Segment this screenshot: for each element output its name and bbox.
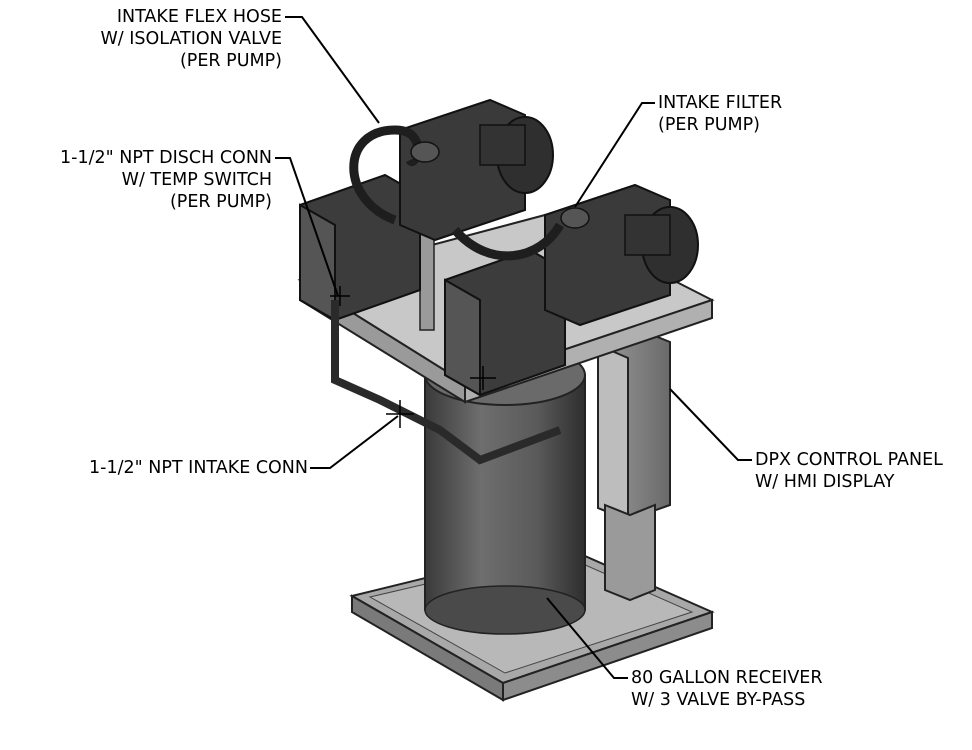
callout-line: W/ 3 VALVE BY-PASS [631, 690, 806, 710]
callout-line: (PER PUMP) [658, 115, 761, 135]
callout-intake-filter: INTAKE FILTER (PER PUMP) [658, 92, 858, 136]
callout-line: (PER PUMP) [169, 192, 272, 212]
pump-2 [444, 183, 699, 397]
intake-filter-1 [410, 141, 440, 163]
callout-line: W/ HMI DISPLAY [755, 472, 895, 492]
callout-intake-flex-hose: INTAKE FLEX HOSE W/ ISOLATION VALVE (PER… [100, 6, 282, 72]
connection-markers [330, 286, 496, 428]
callout-line: INTAKE FLEX HOSE [116, 7, 282, 27]
callout-line: (PER PUMP) [179, 51, 282, 71]
discharge-piping [331, 300, 562, 465]
control-panel [597, 328, 671, 602]
intake-filter [560, 207, 590, 229]
callout-control-panel: DPX CONTROL PANEL W/ HMI DISPLAY [755, 449, 970, 493]
callout-line: 80 GALLON RECEIVER [631, 668, 823, 688]
callout-line: INTAKE FILTER [658, 93, 783, 113]
callout-intake-conn: 1-1/2" NPT INTAKE CONN [40, 457, 308, 479]
leader-lines [275, 16, 752, 679]
callout-line: 1-1/2" NPT INTAKE CONN [89, 458, 308, 478]
callout-line: DPX CONTROL PANEL [755, 450, 943, 470]
callout-line: W/ ISOLATION VALVE [100, 29, 282, 49]
callout-line: 1-1/2" NPT DISCH CONN [60, 148, 272, 168]
intake-flex-hose-2 [451, 222, 564, 261]
callout-disch-conn: 1-1/2" NPT DISCH CONN W/ TEMP SWITCH (PE… [6, 147, 272, 213]
callout-receiver: 80 GALLON RECEIVER W/ 3 VALVE BY-PASS [631, 667, 851, 711]
receiver-tank [424, 344, 586, 635]
callout-line: W/ TEMP SWITCH [121, 170, 272, 190]
vertical-pipe [419, 229, 435, 331]
